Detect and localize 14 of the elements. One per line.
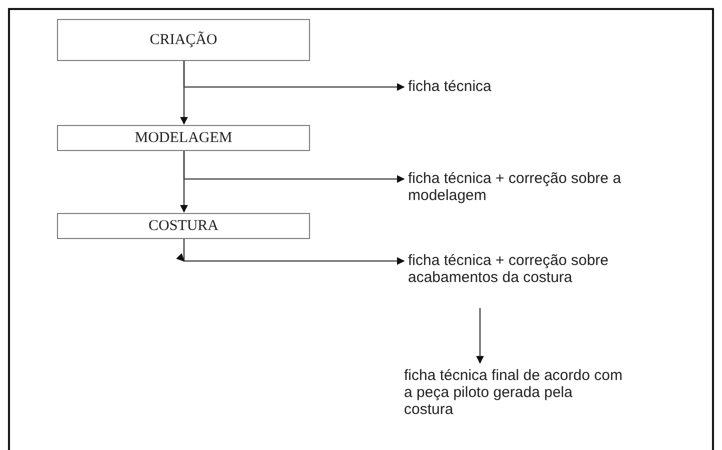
- output-text: ficha técnica + correção sobre a modelagem: [408, 170, 668, 206]
- box-label: COSTURA: [148, 218, 218, 234]
- box-label: MODELAGEM: [134, 130, 232, 146]
- process-box: [57, 213, 310, 239]
- process-box: [57, 125, 310, 151]
- arrow: [176, 239, 405, 265]
- output-text: ficha técnica final de acordo com a peça piloto gerada pela costura: [404, 367, 624, 439]
- arrow: [183, 151, 405, 183]
- arrow: [183, 61, 405, 91]
- box-label: CRIAÇÃO: [150, 32, 218, 48]
- arrow: [476, 308, 484, 364]
- output-text: ficha técnica: [408, 78, 558, 96]
- process-box: [57, 19, 310, 61]
- output-text: ficha técnica + correção sobre acabamentos da costura: [408, 252, 668, 306]
